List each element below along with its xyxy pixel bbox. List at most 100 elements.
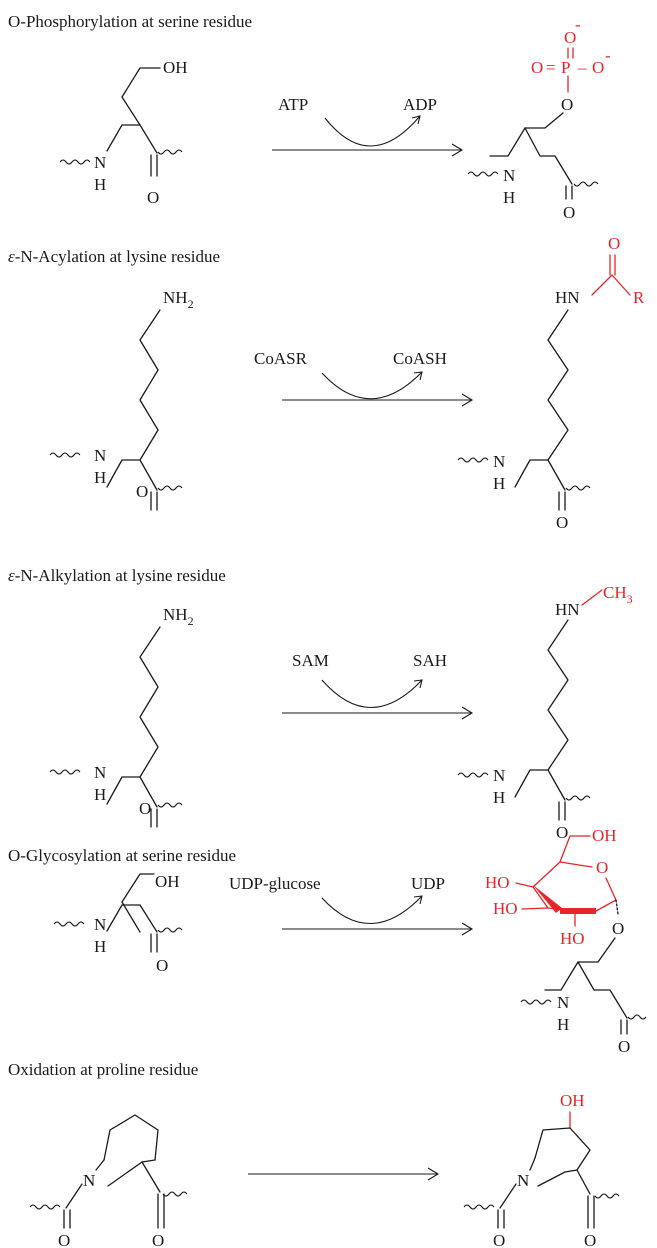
amide-n-label: N — [493, 766, 505, 785]
wavy-bond-right — [565, 795, 591, 801]
carbonyl-double-bond — [565, 185, 573, 200]
curved-arrow — [321, 895, 423, 925]
reactant-lysine: NH2 O N H — [49, 605, 194, 828]
pyrrolidine-ring-n — [95, 1159, 156, 1187]
carbonyl-double-bond-right — [587, 1195, 595, 1229]
wavy-bond-right — [157, 802, 183, 808]
reaction-arrow: CoASR CoASH — [254, 349, 474, 407]
carbonyl-o-label: O — [156, 956, 168, 975]
reaction-phosphorylation: O-Phosphorylation at serine residue OH O… — [8, 12, 611, 222]
amine-label: NH2 — [163, 605, 194, 628]
p-o-double-bond — [567, 47, 574, 59]
acyl-o-label: O — [608, 234, 620, 253]
phosphate-eq: = — [546, 58, 556, 77]
ho-2-label: HO — [493, 899, 518, 918]
carbonyl-double-bond — [558, 491, 566, 511]
amide-n-label: N — [94, 915, 106, 934]
ring-wedge-2 — [560, 908, 596, 914]
side-chain-bond — [121, 67, 161, 126]
ester-o-label: O — [561, 95, 573, 114]
amide-n-label: N — [94, 153, 106, 172]
phosphate-charge-right: - — [605, 46, 611, 65]
reaction-title: ε-N-Acylation at lysine residue — [8, 247, 220, 266]
product-phosphoserine: O - O = P – O - O O N H — [467, 15, 611, 222]
carbonyl-o-left-label: O — [58, 1231, 70, 1248]
carbonyl-double-bond — [620, 1019, 628, 1035]
amide-h-label: H — [493, 788, 505, 807]
backbone-bond — [106, 904, 158, 933]
wavy-bond-right — [573, 181, 599, 187]
carbonyl-double-bond-left — [63, 1209, 71, 1229]
ho2-bond — [521, 907, 549, 910]
ho1-bond — [515, 882, 534, 888]
backbone-bond — [106, 776, 158, 808]
acyl-bond — [591, 274, 631, 296]
backbone-bond — [106, 124, 158, 154]
backbone-bond — [514, 769, 566, 801]
product-acyl-lysine: O R HN O N H — [457, 234, 645, 532]
reagent-out-label: ADP — [403, 95, 437, 114]
ring-wedge-1 — [533, 885, 562, 913]
wavy-bond-right — [157, 485, 183, 491]
ch2oh-label: OH — [592, 826, 617, 845]
reagent-out-label: UDP — [411, 874, 445, 893]
carbonyl-o-right-label: O — [584, 1231, 596, 1248]
amide-n-label: N — [557, 993, 569, 1012]
reaction-title: ε-N-Alkylation at lysine residue — [8, 566, 226, 585]
wavy-bond-left — [49, 769, 81, 775]
acyl-r-label: R — [633, 288, 645, 307]
reactant-serine: OH O N H — [59, 58, 188, 207]
wavy-bond-left — [49, 452, 81, 458]
carbonyl-o-label: O — [139, 799, 151, 818]
carbonyl-double-bond — [150, 933, 158, 953]
amide-h-label: H — [94, 937, 106, 956]
reactant-serine: OH O N H — [53, 872, 183, 975]
hydroxyl-label: OH — [163, 58, 188, 77]
reaction-alkylation: ε-N-Alkylation at lysine residue NH2 O N… — [8, 566, 633, 842]
amide-n-label: N — [94, 763, 106, 782]
carbonyl-o-label: O — [147, 188, 159, 207]
ho-3-label: HO — [560, 929, 585, 948]
wavy-bond-right — [157, 927, 183, 933]
main-arrowhead — [461, 706, 474, 720]
backbone-bond — [514, 459, 566, 491]
product-hydroxyproline: OH N O O — [463, 1091, 620, 1248]
phosphate-charge-top: - — [575, 15, 581, 34]
main-arrowhead — [461, 393, 474, 407]
side-chain-bond — [139, 309, 161, 461]
amide-hn-label: HN — [555, 288, 580, 307]
phosphate-dash: – — [577, 58, 587, 77]
wavy-bond-right — [162, 1191, 188, 1197]
curved-arrowhead — [413, 679, 423, 689]
amide-h-label: H — [94, 175, 106, 194]
ring-n-label: N — [517, 1171, 529, 1190]
reactant-lysine: NH2 O N H — [49, 288, 194, 511]
curved-arrow — [321, 679, 423, 709]
wavy-bond-left — [457, 457, 489, 463]
side-chain-bond — [121, 873, 155, 933]
carbonyl-double-bond — [150, 154, 158, 177]
wavy-bond-left — [467, 171, 499, 177]
side-chain-bond — [139, 626, 161, 778]
amide-h-label: H — [94, 785, 106, 804]
curved-arrow — [321, 371, 423, 400]
ring-n-label: N — [83, 1171, 95, 1190]
wavy-bond-left — [457, 772, 489, 778]
phosphate-o-left-label: O — [531, 58, 543, 77]
carbonyl-o-right-label: O — [152, 1231, 164, 1248]
pyrrolidine-ring-top — [534, 1127, 591, 1171]
main-arrowhead — [461, 922, 474, 936]
ho-1-label: HO — [485, 873, 510, 892]
hydroxyl-label: OH — [560, 1091, 585, 1110]
reaction-title: Oxidation at proline residue — [8, 1060, 198, 1079]
ch2oh-bond — [559, 835, 591, 863]
wavy-bond-right — [594, 1193, 620, 1199]
reactant-proline: N O O — [29, 1114, 188, 1248]
hydroxyl-label: OH — [155, 872, 180, 891]
product-glycosyl-serine: OH O HO HO HO O O N H — [485, 826, 647, 1056]
amide-h-label: H — [493, 474, 505, 493]
acyl-double-bond — [609, 254, 616, 276]
curved-arrowhead — [413, 371, 423, 381]
carbonyl-double-bond — [558, 801, 566, 821]
